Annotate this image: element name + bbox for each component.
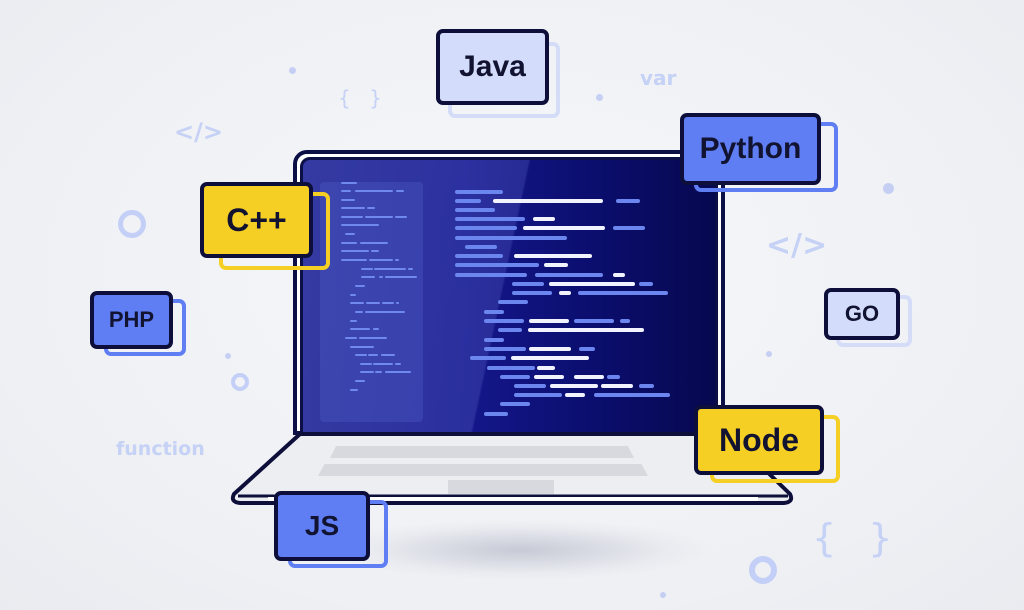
keyboard-row bbox=[318, 464, 648, 476]
js-tag: JS bbox=[274, 491, 370, 561]
dot-decoration bbox=[225, 353, 231, 359]
node-tag: Node bbox=[694, 405, 824, 475]
python-label: Python bbox=[699, 132, 802, 165]
code-tag-right-icon: </> bbox=[766, 228, 828, 263]
php-label: PHP bbox=[108, 307, 155, 332]
dot-decoration bbox=[883, 183, 894, 194]
ring-decoration bbox=[118, 210, 146, 238]
keyboard-row bbox=[330, 446, 634, 458]
dot-decoration bbox=[289, 67, 296, 74]
php-tag: PHP bbox=[90, 291, 173, 349]
dot-decoration bbox=[596, 94, 603, 101]
dot-decoration bbox=[766, 351, 772, 357]
function-keyword: function bbox=[116, 438, 205, 460]
var-keyword: var bbox=[640, 66, 677, 90]
curly-braces-bottom: { } bbox=[812, 516, 903, 560]
python-tag: Python bbox=[680, 113, 821, 185]
ring-decoration bbox=[749, 556, 777, 584]
code-tag-left-icon: </> bbox=[174, 118, 223, 146]
java-label: Java bbox=[459, 50, 526, 83]
touchpad bbox=[448, 480, 554, 494]
go-tag: GO bbox=[824, 288, 900, 340]
ring-decoration bbox=[231, 373, 249, 391]
dot-decoration bbox=[660, 592, 666, 598]
laptop-screen bbox=[300, 157, 718, 435]
cpp-label: C++ bbox=[226, 201, 287, 238]
cpp-tag: C++ bbox=[200, 182, 313, 258]
go-label: GO bbox=[844, 301, 880, 326]
curly-braces-top: { } bbox=[338, 86, 388, 110]
java-tag: Java bbox=[436, 29, 549, 105]
js-label: JS bbox=[304, 510, 340, 541]
laptop-base bbox=[228, 432, 798, 508]
laptop-shadow bbox=[330, 520, 710, 580]
node-label: Node bbox=[719, 421, 799, 458]
